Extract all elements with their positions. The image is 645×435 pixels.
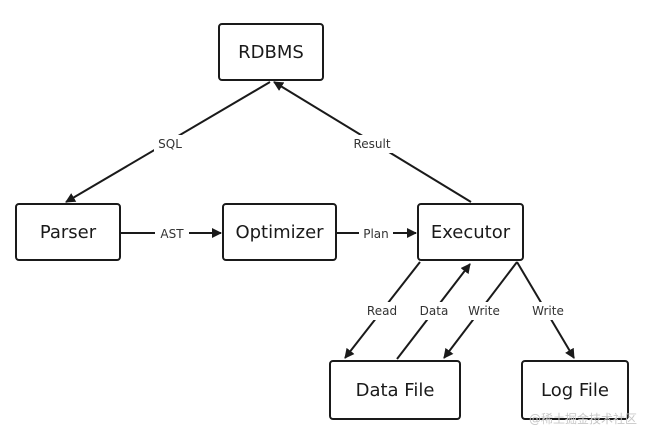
node-parser: Parser <box>15 203 121 261</box>
node-log-file: Log File <box>521 360 629 420</box>
node-optimizer-label: Optimizer <box>235 222 324 243</box>
edge-label-plan: Plan <box>363 227 389 241</box>
node-log-file-label: Log File <box>541 380 609 401</box>
node-optimizer: Optimizer <box>222 203 337 261</box>
node-executor: Executor <box>417 203 524 261</box>
node-parser-label: Parser <box>40 222 97 243</box>
edge-label-sql: SQL <box>158 137 182 151</box>
node-rdbms-label: RDBMS <box>238 42 304 63</box>
node-data-file: Data File <box>329 360 461 420</box>
edge-label-ast: AST <box>160 227 184 241</box>
node-rdbms: RDBMS <box>218 23 324 81</box>
edge-label-result: Result <box>353 137 390 151</box>
edge-label-write-data: Write <box>468 304 500 318</box>
edge-label-write-log: Write <box>532 304 564 318</box>
node-data-file-label: Data File <box>356 380 435 401</box>
node-executor-label: Executor <box>431 222 511 243</box>
edge-label-data: Data <box>420 304 449 318</box>
watermark: @稀土掘金技术社区 <box>528 412 637 426</box>
edge-label-read: Read <box>367 304 397 318</box>
edge-labels: SQL Result AST Plan Read Data Write Writ… <box>154 135 567 320</box>
